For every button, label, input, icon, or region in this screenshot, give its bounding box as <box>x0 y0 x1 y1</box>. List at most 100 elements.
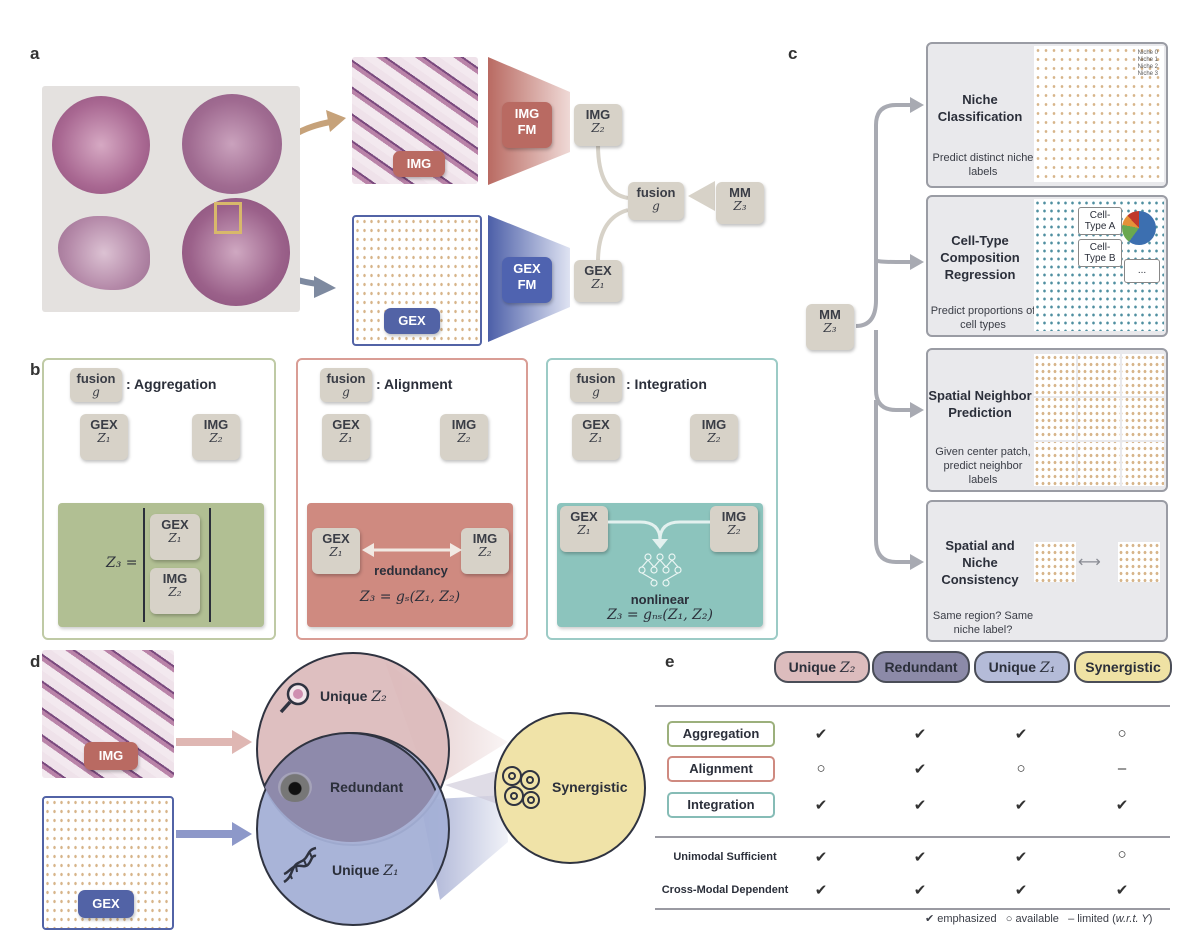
task-description: Predict proportions of cell types <box>930 305 1036 331</box>
callout-cell-type-b: Cell-Type B <box>1078 239 1122 267</box>
row-label-integration: Integration <box>667 792 775 818</box>
img-fm-block: IMG FM <box>502 102 552 148</box>
unique-z1-circle <box>256 732 450 926</box>
token-name: fusion <box>636 185 676 200</box>
legend-item: Niche 2 <box>1137 64 1158 70</box>
img-fm-line2: FM <box>517 121 537 137</box>
panel-label-a: a <box>30 44 40 63</box>
token-symbol: g <box>92 384 100 399</box>
roi-box <box>214 202 242 234</box>
token-name: GEX <box>322 531 350 546</box>
token-symbol: Z₃ <box>733 198 747 213</box>
row-label-aggregation: Aggregation <box>667 721 775 747</box>
mark-aggregation-unique2: ✔ <box>814 726 828 743</box>
task-title: Spatial and Niche Consistency <box>941 538 1019 587</box>
cells-cluster-icon <box>500 764 544 815</box>
label-text: Unique <box>320 688 368 704</box>
header-symbol: Z₁ <box>1040 660 1056 676</box>
header-text: Synergistic <box>1085 659 1161 675</box>
mark-unimodal-unique1: ✔ <box>1014 849 1028 866</box>
token-name: fusion <box>576 371 616 386</box>
token-symbol: Z₂ <box>727 522 741 537</box>
table-divider-mid <box>655 836 1170 838</box>
mark-crossmodal-synergistic: ✔ <box>1115 882 1129 899</box>
neighbor-grid <box>1034 354 1164 486</box>
panel-label-d: d <box>30 652 41 671</box>
task-description: Same region? Same niche label? <box>932 610 1034 636</box>
label-symbol: Z₁ <box>383 863 399 879</box>
synergistic-label: Synergistic <box>552 779 628 795</box>
grid-line-h1 <box>1034 396 1164 398</box>
token-name: IMG <box>701 417 727 432</box>
mm-tree <box>855 103 912 564</box>
aggregation-equation: Z₃ = <box>106 555 138 571</box>
row-label-unimodal-sufficient: Unimodal Sufficient <box>673 851 777 863</box>
celltype-map: Cell-Type A Cell-Type B ... <box>1034 199 1164 331</box>
callout-more: ... <box>1124 259 1160 283</box>
token-symbol: Z₁ <box>589 430 603 445</box>
mark-crossmodal-unique1: ✔ <box>1014 882 1028 899</box>
fusion-token: fusion g <box>70 368 122 402</box>
token-name: GEX <box>584 263 612 278</box>
tissue-core <box>52 96 150 194</box>
task-title: Niche Classification <box>937 92 1023 124</box>
mark-alignment-synergistic: – <box>1117 760 1127 777</box>
header-redundant: Redundant <box>872 651 970 683</box>
integration-equation: Z₃ = gₙₛ(Z₁, Z₂) <box>607 607 713 623</box>
mm-token-z3: MM Z₃ <box>806 304 854 350</box>
patch-a <box>1034 542 1076 582</box>
redundant-label: Redundant <box>330 779 404 795</box>
token-name: GEX <box>90 417 118 432</box>
header-unique-z1: Unique Z₁ <box>974 651 1070 683</box>
callout-cell-type-a: Cell-Type A <box>1078 207 1122 235</box>
header-text: Unique <box>988 659 1037 675</box>
img-token-z2: IMG Z₂ <box>150 568 200 614</box>
legend-item: Niche 3 <box>1137 71 1158 77</box>
fusion-token: fusion g <box>628 182 684 220</box>
mark-crossmodal-unique2: ✔ <box>814 882 828 899</box>
mark-integration-unique2: ✔ <box>814 797 828 814</box>
img-token-z2: IMG Z₂ <box>192 414 240 460</box>
token-symbol: g <box>342 384 350 399</box>
tissue-core <box>182 94 282 194</box>
task-title: Cell-Type Composition Regression <box>940 233 1020 282</box>
token-name: IMG <box>721 509 747 524</box>
gex-fm-line1: GEX <box>513 261 541 276</box>
gex-patch <box>352 215 482 346</box>
mark-aggregation-synergistic: ○ <box>1117 725 1127 742</box>
aggregation-title: : Aggregation <box>126 376 217 392</box>
token-symbol: Z₂ <box>457 430 471 445</box>
niche-legend: Niche 0 Niche 1 Niche 2 Niche 3 <box>1138 50 1158 78</box>
gex-token-z1: GEX Z₁ <box>560 506 608 552</box>
gex-token-z1: GEX Z₁ <box>322 414 370 460</box>
tissue-core <box>58 216 150 290</box>
token-name: MM <box>819 307 841 322</box>
mark-integration-synergistic: ✔ <box>1115 797 1129 814</box>
task-description: Given center patch, predict neighbor lab… <box>935 446 1031 486</box>
gex-fm-block: GEX FM <box>502 257 552 303</box>
header-text: Unique <box>788 659 837 675</box>
gex-token-z1: GEX Z₁ <box>574 260 622 302</box>
table-divider-top <box>655 705 1170 707</box>
token-symbol: Z₁ <box>591 276 605 291</box>
legend-emphasized: ✔ emphasized <box>925 913 997 925</box>
token-name: GEX <box>332 417 360 432</box>
legend-available: ○ available <box>1005 913 1059 925</box>
tissue-slide <box>42 86 300 312</box>
task-neighbor-prediction: Spatial Neighbor Prediction Given center… <box>926 348 1168 492</box>
mark-alignment-redundant: ✔ <box>913 761 927 778</box>
legend-wrt: w.r.t. Y <box>1115 913 1149 925</box>
token-symbol: g <box>652 198 660 213</box>
row-label-alignment: Alignment <box>667 756 775 782</box>
mark-integration-unique1: ✔ <box>1014 797 1028 814</box>
concat-bracket <box>143 508 211 622</box>
token-name: IMG <box>203 417 229 432</box>
header-symbol: Z₂ <box>840 660 856 676</box>
token-name: IMG <box>472 531 498 546</box>
mark-crossmodal-redundant: ✔ <box>913 882 927 899</box>
img-fm-line1: IMG <box>514 106 540 121</box>
img-token-z2: IMG Z₂ <box>574 104 622 146</box>
img-token-z2: IMG Z₂ <box>690 414 738 460</box>
magnifier-icon <box>278 680 314 721</box>
gex-badge: GEX <box>384 308 440 334</box>
